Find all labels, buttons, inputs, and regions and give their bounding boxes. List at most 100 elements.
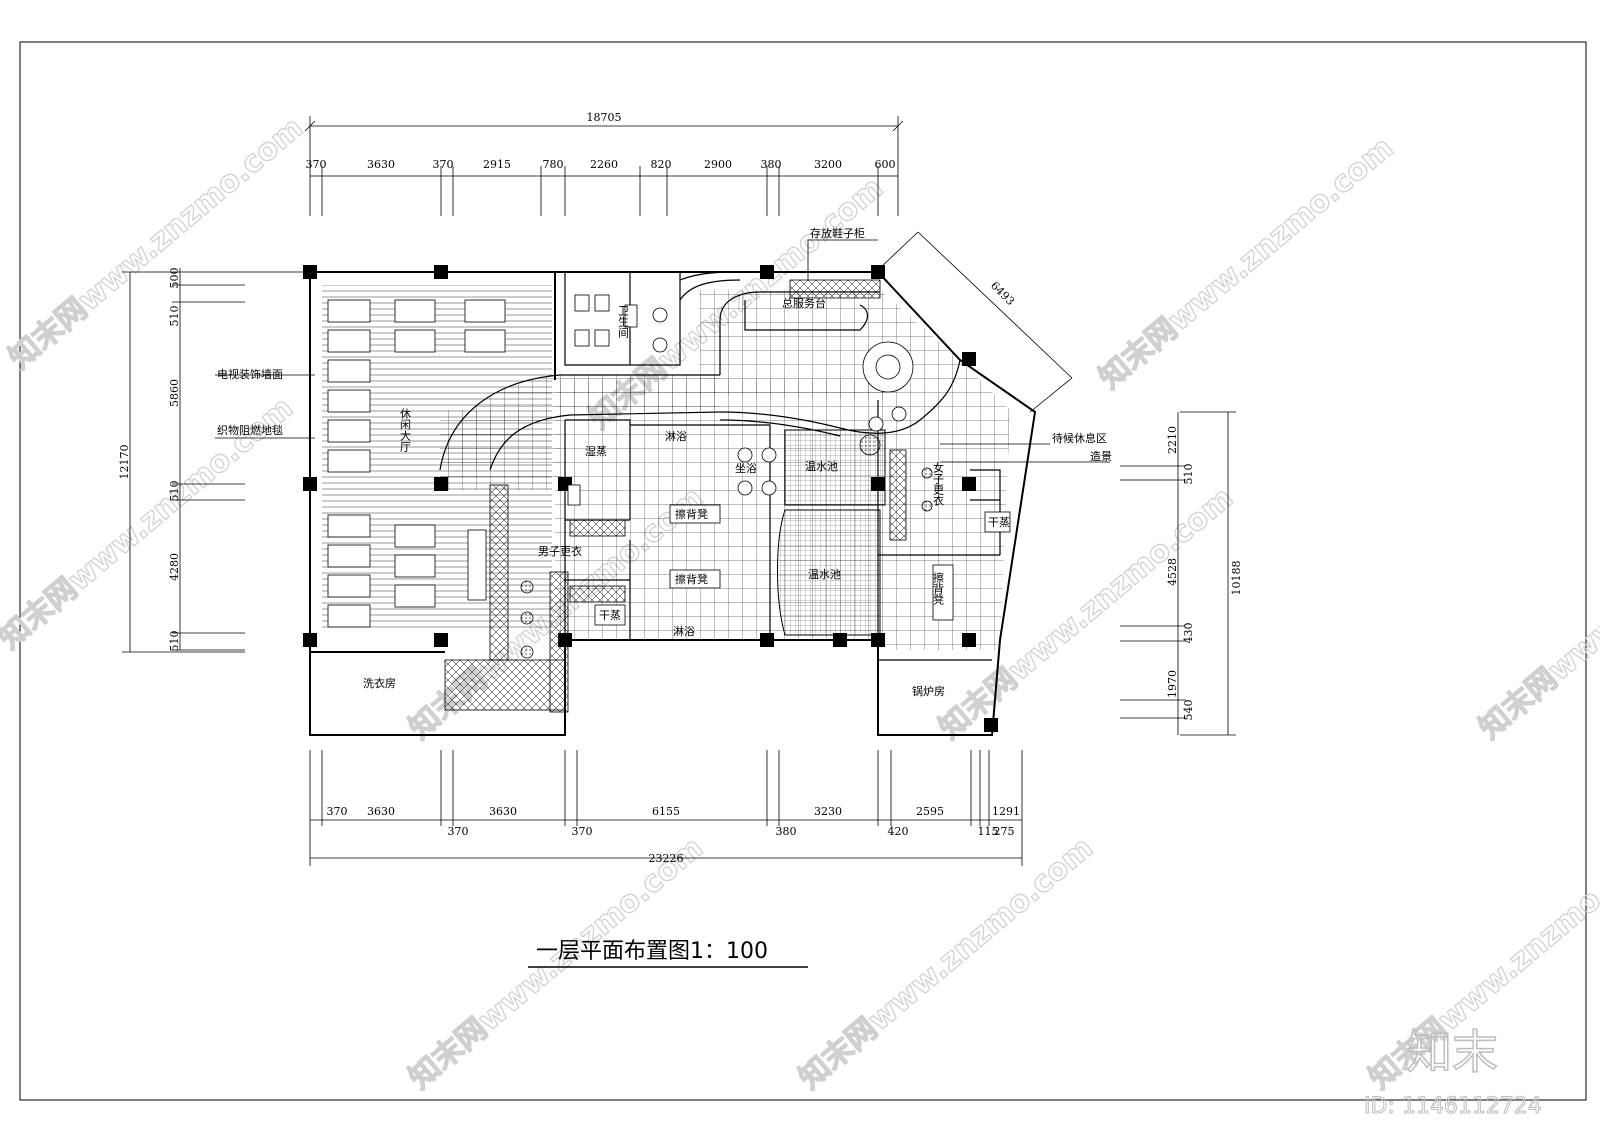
brand-logo: 知末 bbox=[1406, 1025, 1498, 1079]
dim-label: 2260 bbox=[590, 158, 618, 171]
wet-steam-label: 湿蒸 bbox=[585, 445, 607, 458]
dim-label: 3630 bbox=[489, 805, 517, 818]
front-desk-label: 总服务台 bbox=[782, 296, 826, 310]
dim-label: 510 bbox=[1182, 464, 1195, 485]
dim-label: 430 bbox=[1182, 623, 1195, 644]
bottom-upper-dimensions: 370 3630 3630 6155 3230 2595 1291 bbox=[327, 805, 1021, 818]
dry-steam-room bbox=[594, 604, 626, 626]
dim-label: 780 bbox=[543, 158, 564, 171]
sit-bath-label: 坐浴 bbox=[735, 462, 757, 475]
watermark-text: 知末网www.znzmo.com bbox=[1473, 480, 1600, 746]
bottom-dimensions bbox=[309, 750, 1023, 866]
women-locker-label: 女子更衣 bbox=[932, 461, 945, 506]
dim-label: 370 bbox=[572, 825, 593, 838]
dim-label: 370 bbox=[327, 805, 348, 818]
back-scrub-1-label: 擦背凳 bbox=[675, 507, 708, 521]
dim-label: 3200 bbox=[814, 158, 842, 171]
lounge-label: 休闲大厅 bbox=[399, 408, 412, 452]
waiting-area-label: 待候休息区 bbox=[1052, 431, 1107, 445]
landscape-label: 造景 bbox=[1090, 449, 1112, 463]
dim-label: 540 bbox=[1182, 700, 1195, 721]
men-locker-label: 男子更衣 bbox=[538, 544, 582, 558]
dim-label: 2595 bbox=[916, 805, 944, 818]
carpet-label: 织物阻燃地毯 bbox=[217, 423, 283, 437]
locker-band bbox=[569, 519, 626, 537]
lounge-recliners bbox=[327, 299, 506, 628]
drawing-title: 一层平面布置图1：100 bbox=[536, 939, 768, 964]
left-dimensions bbox=[122, 268, 315, 653]
bottom-lower-dimensions: 370 370 380 420 115 275 bbox=[448, 825, 1015, 838]
dim-label: 3630 bbox=[367, 805, 395, 818]
dim-label: 275 bbox=[994, 825, 1015, 838]
dim-label: 2210 bbox=[1166, 426, 1179, 454]
lobby-floor-tiles bbox=[700, 290, 1010, 650]
dim-label: 3230 bbox=[814, 805, 842, 818]
fixtures bbox=[567, 294, 914, 506]
dim-label: 6155 bbox=[652, 805, 680, 818]
laundry-label: 洗衣房 bbox=[363, 676, 396, 690]
tv-wall-label: 电视装饰墙面 bbox=[217, 367, 283, 381]
top-total-dimension: 18705 bbox=[587, 111, 622, 124]
dim-label: 370 bbox=[306, 158, 327, 171]
dim-label: 380 bbox=[776, 825, 797, 838]
dim-label: 510 bbox=[168, 306, 181, 327]
dry-steam-room bbox=[984, 511, 1011, 533]
room-labels: 存放鞋子柜 总服务台 卫生间 休闲大厅 湿蒸 淋浴 坐浴 温水池 温水池 擦背凳… bbox=[363, 226, 1010, 698]
diagonal-dimension: 6493 bbox=[988, 279, 1017, 308]
dim-label: 510 bbox=[168, 481, 181, 502]
back-scrub-3-label: 擦背凳 bbox=[932, 571, 945, 605]
locker-band bbox=[489, 484, 509, 661]
dim-label: 4528 bbox=[1166, 558, 1179, 586]
dim-label: 600 bbox=[875, 158, 896, 171]
shower-top-label: 淋浴 bbox=[665, 430, 687, 443]
back-scrub-bench bbox=[932, 564, 954, 621]
back-scrub-2-label: 擦背凳 bbox=[675, 572, 708, 586]
dim-label: 510 bbox=[168, 631, 181, 652]
dim-label: 3630 bbox=[367, 158, 395, 171]
warm-pool-lower bbox=[777, 509, 881, 636]
dry-steam-1-label: 干蒸 bbox=[599, 609, 621, 622]
watermark-text: 知末网www.znzmo.com bbox=[793, 830, 1100, 1096]
dim-label: 420 bbox=[888, 825, 909, 838]
watermark-text: 知末网www.znzmo.com bbox=[1093, 130, 1400, 396]
locker-band bbox=[889, 449, 907, 541]
dim-label: 370 bbox=[433, 158, 454, 171]
right-segment-dimensions: 2210 510 4528 430 1970 540 bbox=[1166, 426, 1195, 721]
image-id: ID: 1146112724 bbox=[1364, 1094, 1542, 1119]
shoe-cabinet-hatch bbox=[789, 279, 881, 299]
shower-bottom-label: 淋浴 bbox=[673, 625, 695, 638]
shoe-cabinet-label: 存放鞋子柜 bbox=[810, 226, 865, 240]
watermark-text: 知末网www.znzmo.com bbox=[3, 110, 310, 376]
building-plan bbox=[303, 265, 1037, 736]
left-total-dimension: 12170 bbox=[118, 445, 131, 480]
dim-label: 1291 bbox=[992, 805, 1020, 818]
dim-label: 370 bbox=[448, 825, 469, 838]
boiler-label: 锅炉房 bbox=[912, 685, 945, 698]
right-total-dimension: 10188 bbox=[1230, 561, 1243, 596]
bottom-total-dimension: 23226 bbox=[649, 852, 684, 865]
dim-label: 5860 bbox=[168, 379, 181, 407]
dim-label: 4280 bbox=[168, 553, 181, 581]
dim-label: 500 bbox=[168, 268, 181, 289]
back-scrub-bench bbox=[669, 504, 721, 524]
toilet-label: 卫生间 bbox=[617, 305, 630, 339]
warm-pool-lower-label: 温水池 bbox=[808, 568, 841, 581]
dim-label: 2915 bbox=[483, 158, 511, 171]
dim-label: 380 bbox=[761, 158, 782, 171]
locker-band bbox=[569, 585, 626, 603]
back-scrub-bench bbox=[669, 569, 721, 589]
dim-label: 2900 bbox=[704, 158, 732, 171]
top-segment-dimensions: 370 3630 370 2915 780 2260 820 2900 380 … bbox=[306, 158, 896, 171]
warm-pool-upper-label: 温水池 bbox=[805, 460, 838, 473]
locker-band bbox=[444, 659, 566, 711]
structural-columns bbox=[303, 265, 998, 732]
dim-label: 820 bbox=[651, 158, 672, 171]
drawing-frame bbox=[19, 41, 1587, 1101]
dim-label: 1970 bbox=[1166, 670, 1179, 698]
dry-steam-2-label: 干蒸 bbox=[988, 516, 1010, 529]
dim-label: 115 bbox=[978, 825, 999, 838]
left-segment-dimensions: 500 510 5860 510 4280 510 bbox=[168, 268, 181, 652]
sauna-stones bbox=[520, 434, 933, 659]
top-dimensions bbox=[304, 116, 904, 216]
